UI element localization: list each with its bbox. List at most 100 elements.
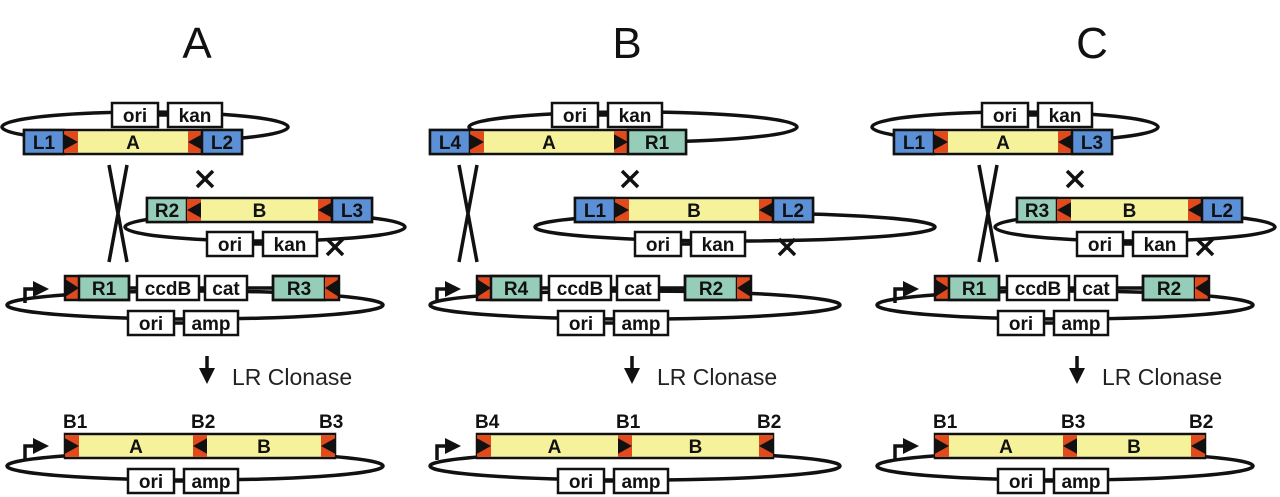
ori-marker: ori	[996, 309, 1046, 337]
att-right-site-label: L3	[341, 201, 363, 222]
ori-marker: ori	[556, 309, 606, 337]
recombination-cross-left-icon	[457, 164, 479, 263]
triangle-right-icon	[470, 134, 484, 150]
att-b1-arrow-icon	[65, 435, 79, 457]
gene-label: B	[253, 201, 267, 222]
ori-marker-label: ori	[646, 235, 670, 256]
att-right-site-label: L2	[1211, 201, 1233, 222]
ori-marker-box	[996, 467, 1046, 495]
lr-clonase-step: LR Clonase	[624, 356, 777, 390]
att-b2-arrow-icon	[193, 435, 207, 457]
att-b3-arrow-icon	[1191, 435, 1205, 457]
ori-marker: ori	[980, 101, 1030, 129]
attb-site-label: B2	[757, 412, 781, 433]
panel-title: A	[182, 19, 212, 68]
triangle-left-icon	[759, 438, 773, 454]
ccdb-marker-label: ccdB	[557, 279, 603, 300]
promoter-arrowhead	[445, 438, 461, 454]
ori-marker-label: ori	[1088, 235, 1112, 256]
gene-label: A	[542, 133, 556, 154]
att-b1-arrow-icon	[477, 435, 491, 457]
kan-marker-label: kan	[1049, 106, 1082, 127]
promoter-stem	[893, 287, 905, 303]
triangle-right-icon	[477, 279, 491, 297]
promoter-stem	[435, 287, 447, 303]
att-right-arrow-icon	[1058, 131, 1072, 153]
triangle-right-icon	[64, 134, 78, 150]
kan-marker-box	[1131, 230, 1189, 258]
att-left-arrow-icon	[1057, 199, 1071, 221]
cat-marker: cat	[1073, 274, 1119, 302]
att-left-site-box	[145, 196, 189, 224]
att-right-site-label: R2	[1157, 279, 1181, 300]
triangle-right-icon	[477, 438, 491, 454]
ori-marker-box	[550, 101, 600, 129]
crossover-mid-icon	[1065, 169, 1085, 189]
ori-marker-label: ori	[123, 106, 147, 127]
ccdb-marker-label: ccdB	[1015, 279, 1061, 300]
cat-marker: cat	[615, 274, 661, 302]
cat-marker-label: cat	[212, 279, 240, 300]
kan-marker-label: kan	[274, 235, 307, 256]
gene-label: A	[129, 437, 143, 458]
amp-marker-box	[1052, 467, 1110, 495]
ccdb-marker-box	[547, 274, 613, 302]
gene-label: B	[687, 201, 701, 222]
att-b3-arrow-icon	[321, 435, 335, 457]
step-label: LR Clonase	[657, 364, 777, 390]
triangle-left-icon	[1191, 438, 1205, 454]
att-right-site: R1	[626, 128, 688, 156]
ori-marker-box	[126, 467, 176, 495]
att-left-site: L4	[428, 128, 472, 156]
ori-marker: ori	[550, 101, 600, 129]
ori-marker-box	[980, 101, 1030, 129]
att-b1-arrow-icon	[935, 435, 949, 457]
att-left-site: R1	[947, 274, 1001, 302]
crossover-right-icon	[777, 237, 797, 257]
kan-marker-box	[1036, 101, 1094, 129]
kan-marker-box	[166, 101, 224, 129]
att-right-site: L2	[200, 128, 244, 156]
cat-marker-label: cat	[1082, 279, 1110, 300]
amp-marker: amp	[1052, 309, 1110, 337]
kan-marker: kan	[1036, 101, 1094, 129]
attb-site-label: B3	[319, 412, 343, 433]
kan-marker-label: kan	[179, 106, 212, 127]
panel-title: C	[1076, 19, 1108, 68]
att-right-arrow-icon	[325, 276, 339, 300]
gene-label: B	[689, 437, 703, 458]
triangle-left-icon	[325, 279, 339, 297]
ori-marker-label: ori	[563, 106, 587, 127]
ori-marker-box	[126, 309, 176, 337]
triangle-right-icon	[65, 279, 79, 297]
promoter-arrowhead	[33, 438, 49, 454]
ori-marker-box	[1075, 230, 1125, 258]
attb-site-label: B1	[616, 412, 641, 433]
triangle-left-icon	[318, 202, 332, 218]
recombination-cross-left-icon	[107, 164, 129, 263]
att-right-site-box	[330, 196, 374, 224]
ori-marker-box	[556, 467, 606, 495]
att-left-arrow-icon	[934, 131, 948, 153]
att-b2-arrow-icon	[1063, 435, 1077, 457]
triangle-left-icon	[759, 202, 773, 218]
att-left-site: L1	[22, 128, 66, 156]
gene-label: A	[548, 437, 562, 458]
triangle-left-icon	[193, 438, 207, 454]
ori-marker-label: ori	[1009, 472, 1033, 493]
att-left-site: L1	[892, 128, 936, 156]
att-left-site-label: L1	[903, 133, 926, 154]
att-left-arrow-icon	[470, 131, 484, 153]
promoter-arrowhead	[33, 281, 49, 297]
att-right-site: R3	[271, 274, 327, 302]
att-right-arrow-icon	[1188, 199, 1202, 221]
att-left-site-label: R1	[962, 279, 987, 300]
att-left-arrow-icon	[187, 199, 201, 221]
